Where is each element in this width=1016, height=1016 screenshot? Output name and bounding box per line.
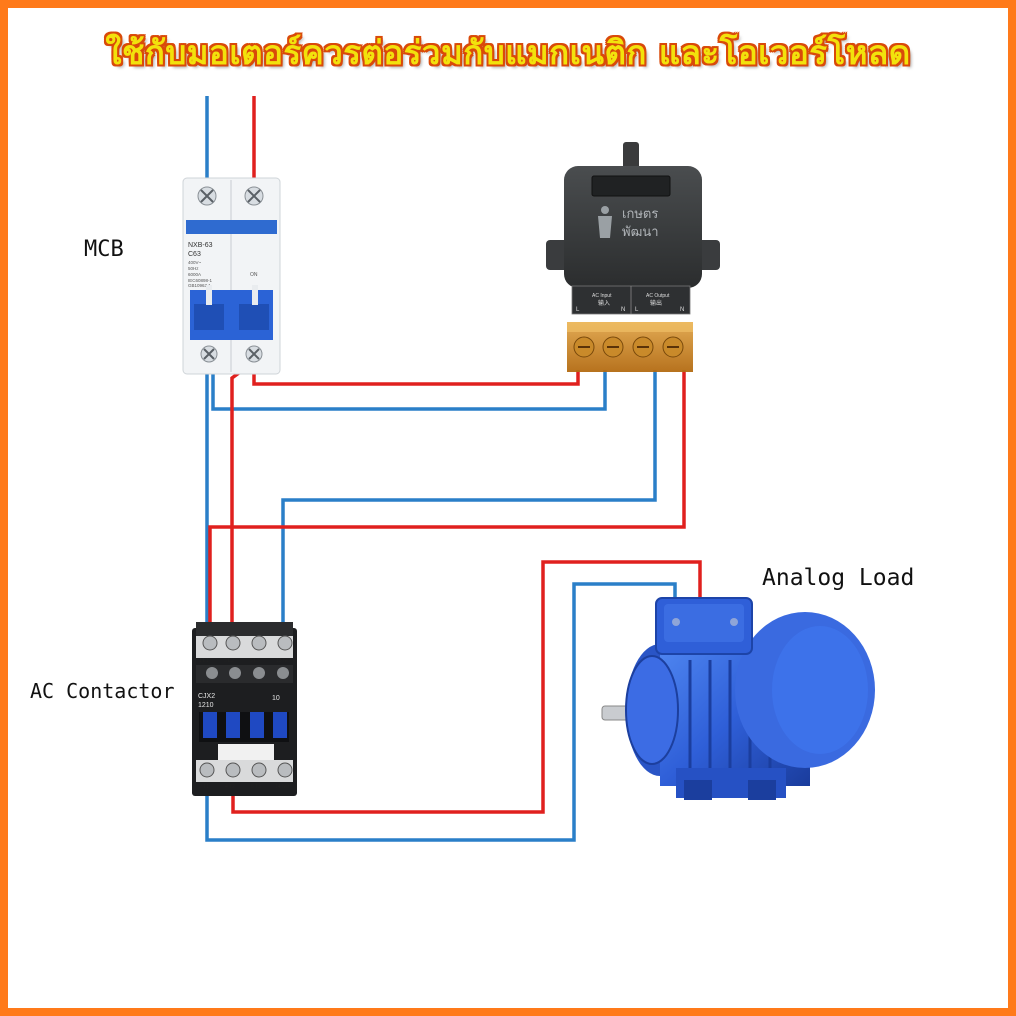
contactor-model-text: CJX2 <box>198 693 215 700</box>
mcb-code-0: IEC60898-1 <box>188 278 213 283</box>
electric-motor <box>601 597 875 800</box>
contactor-top-terminal-2: 5 L3 <box>250 658 260 664</box>
module-output-label: AC Output <box>646 293 670 299</box>
module-terminal-2: L <box>635 307 639 313</box>
mcb-rating-text: C63 <box>188 251 201 258</box>
contactor-top-terminal-0: 1 L1 <box>199 658 209 664</box>
wire-live-mcb-to-contactor <box>230 360 256 645</box>
module-input-cn: 输入 <box>598 299 610 307</box>
wire-live-group <box>208 96 702 814</box>
ac-contactor: 1 L1 3 L2 5 L3 13 NO CJX2 1210 10 2 T1 4… <box>192 622 297 796</box>
module-output-cn: 输出 <box>650 299 662 307</box>
module-terminal-0: L <box>576 307 580 313</box>
contactor-top-terminal-1: 3 L2 <box>224 658 234 664</box>
contactor-bottom-terminal-0: 2 T1 <box>199 784 209 790</box>
mcb-spec-2: 6000A <box>188 272 201 277</box>
contactor-bottom-terminal-2: 6 T3 <box>251 784 261 790</box>
contactor-top-terminal-3: 13 NO <box>276 658 291 664</box>
mcb-code-1: GB10963.1 <box>188 283 211 288</box>
wire-live-contactor-to-motor <box>231 560 702 814</box>
module-brand-line2: พัฒนา <box>622 224 659 239</box>
load-label: Analog Load <box>762 565 915 591</box>
wire-neutral-contactor-to-motor <box>205 582 677 842</box>
remote-relay-module: เกษตร พัฒนา AC Input 输入 AC Output 输出 L N… <box>546 142 720 372</box>
module-input-label: AC Input <box>592 293 612 299</box>
contactor-bottom-terminal-3: 14 NO <box>275 784 290 790</box>
mcb-label: MCB <box>84 237 124 262</box>
farmer-logo-icon <box>598 206 612 238</box>
wire-live-mcb-to-module <box>252 360 580 386</box>
mcb-model-text: NXB-63 <box>188 242 213 249</box>
contactor-label: AC Contactor <box>30 679 175 703</box>
wire-neutral-module-to-coil <box>281 370 657 645</box>
mcb-spec-1: 50Hz <box>188 266 199 271</box>
wire-neutral-group <box>205 96 677 842</box>
module-terminal-3: N <box>680 307 684 313</box>
mcb-breaker: NXB-63 C63 400V~ 50Hz 6000A IEC60898-1 G… <box>182 177 281 375</box>
mcb-spec-0: 400V~ <box>188 260 202 265</box>
wire-neutral-mcb-to-module <box>211 362 607 411</box>
mcb-switch-state: ON <box>250 272 258 278</box>
wire-live-module-to-contactor <box>208 370 686 645</box>
contactor-bottom-terminal-1: 4 T2 <box>225 784 235 790</box>
module-terminal-1: N <box>621 307 625 313</box>
module-brand-line1: เกษตร <box>622 206 658 221</box>
contactor-aux-text: 10 <box>272 695 280 702</box>
diagram-title: ใช้กับมอเตอร์ควรต่อร่วมกับแมกเนติก และโอ… <box>105 33 911 72</box>
contactor-number-text: 1210 <box>198 702 214 709</box>
